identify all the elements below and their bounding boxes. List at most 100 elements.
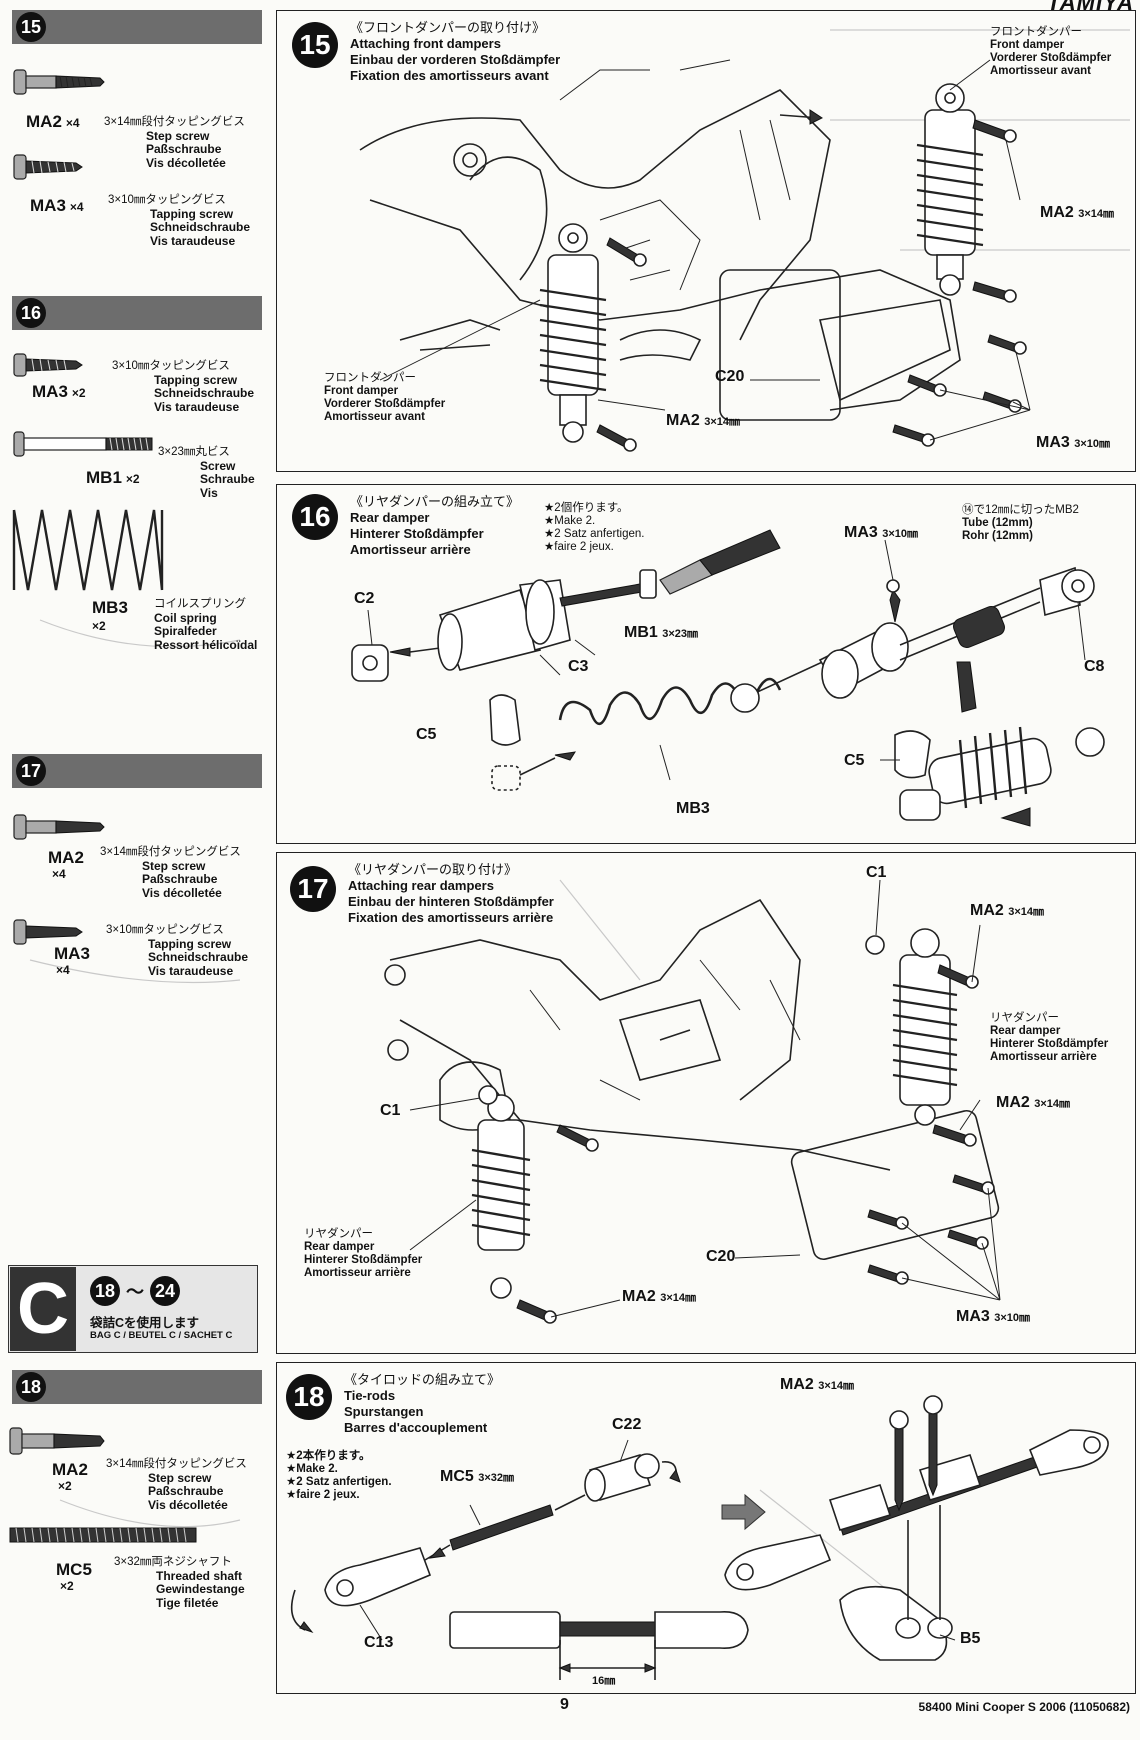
label-c2: C2 bbox=[354, 590, 375, 607]
part-desc-threaded-shaft: 3×32㎜両ネジシャフト Threaded shaft Gewindestang… bbox=[114, 1556, 245, 1610]
step-16-bar bbox=[12, 296, 262, 330]
panel-17-title: 《リヤダンパーの取り付け》 Attaching rear dampers Ein… bbox=[348, 862, 554, 925]
bag-c-jp: 袋詰Cを使用します bbox=[90, 1316, 200, 1330]
step-17-badge: 17 bbox=[16, 756, 46, 786]
panel-step-17 bbox=[276, 852, 1136, 1354]
part-code-mb3: MB3 bbox=[92, 598, 128, 617]
leaders-p15 bbox=[379, 59, 991, 411]
label-c8: C8 bbox=[1084, 658, 1105, 675]
bag-c-text: BAG C / BEUTEL C / SACHET C bbox=[90, 1330, 233, 1341]
panel-18-badge: 18 bbox=[286, 1374, 332, 1420]
part-code-ma3: MA3×4 bbox=[30, 196, 84, 215]
step-16-badge: 16 bbox=[16, 298, 46, 328]
step-screw-icon-3 bbox=[9, 1427, 105, 1455]
part-code-mc5: MC5 bbox=[56, 1560, 92, 1579]
part-code-ma3-2: MA3×2 bbox=[32, 382, 86, 401]
step-15-bar bbox=[12, 10, 262, 44]
front-damper-left bbox=[539, 223, 607, 443]
panel-step-18 bbox=[276, 1362, 1136, 1694]
label-ma3-p16: MA3 3×10㎜ bbox=[844, 524, 919, 541]
label-c22: C22 bbox=[612, 1416, 642, 1433]
leaders-p16 bbox=[367, 539, 1086, 781]
leaders-p18 bbox=[359, 1439, 956, 1641]
part-desc-tapping-screw: 3×10㎜タッピングビス Tapping screw Schneidschrau… bbox=[108, 194, 251, 248]
part-desc-tapping-screw-2: 3×10㎜タッピングビス Tapping screw Schneidschrau… bbox=[112, 360, 255, 414]
part-qty-ma3-3: ×4 bbox=[56, 963, 70, 977]
tie-rod-assembly-left bbox=[290, 1453, 749, 1680]
step-screw-icon bbox=[13, 69, 105, 95]
rear-chassis-drawing bbox=[384, 898, 1000, 1261]
tapping-screw-icon-3 bbox=[13, 919, 83, 945]
step-screw-icon-2 bbox=[13, 814, 105, 840]
arrow-icon bbox=[721, 1493, 766, 1531]
screw-icons-p15 bbox=[596, 119, 1031, 452]
part-qty-ma2-2: ×4 bbox=[52, 867, 66, 881]
rear-damper-right bbox=[892, 928, 958, 1126]
label-c13: C13 bbox=[364, 1634, 394, 1651]
part-code-ma2-2: MA2 bbox=[48, 848, 84, 867]
dimension-16mm: 16㎜ bbox=[592, 1675, 616, 1687]
bag-c-letter: C bbox=[10, 1267, 76, 1351]
part-desc-step-screw-2: 3×14㎜段付タッピングビス Step screw Paßschraube Vi… bbox=[100, 846, 241, 900]
front-damper-right bbox=[916, 83, 984, 296]
front-chassis-drawing bbox=[359, 59, 961, 421]
label-ma3-p17: MA3 3×10㎜ bbox=[956, 1308, 1031, 1325]
bag-range: 18 〜 24 bbox=[90, 1276, 180, 1306]
threaded-shaft-icon bbox=[9, 1527, 197, 1543]
panel-18-make-note: ★2本作ります。 ★Make 2. ★2 Satz anfertigen. ★f… bbox=[286, 1450, 392, 1501]
step-18-badge: 18 bbox=[16, 1372, 46, 1402]
label-ma2-p17-top: MA2 3×14㎜ bbox=[970, 902, 1045, 919]
panel-17-badge: 17 bbox=[290, 866, 336, 912]
step-15-badge: 15 bbox=[16, 12, 46, 42]
coil-spring-icon bbox=[12, 509, 164, 591]
label-mb3: MB3 bbox=[676, 800, 710, 817]
step-18-bar bbox=[12, 1370, 262, 1404]
bag-range-sep: 〜 bbox=[126, 1282, 144, 1302]
panel-16-badge: 16 bbox=[292, 494, 338, 540]
panel-15-badge: 15 bbox=[292, 22, 338, 68]
part-code-mb1: MB1×2 bbox=[86, 468, 140, 487]
leaders-p17 bbox=[409, 879, 981, 1318]
label-ma2-p15-bottom: MA2 3×14㎜ bbox=[666, 412, 741, 429]
footer-code: 58400 Mini Cooper S 2006 (11050682) bbox=[918, 1700, 1130, 1714]
label-b5: B5 bbox=[960, 1630, 981, 1647]
label-mb1: MB1 3×23㎜ bbox=[624, 624, 699, 641]
page-number: 9 bbox=[560, 1696, 569, 1713]
step-17-bar bbox=[12, 754, 262, 788]
panel-step-15 bbox=[276, 10, 1136, 472]
screw-mb1-icon bbox=[13, 431, 153, 457]
label-c1-left: C1 bbox=[380, 1102, 401, 1119]
label-c3: C3 bbox=[568, 658, 589, 675]
tube-note: ⑭で12㎜に切ったMB2 Tube (12mm) Rohr (12mm) bbox=[962, 504, 1079, 542]
part-desc-step-screw-3: 3×14㎜段付タッピングビス Step screw Paßschraube Vi… bbox=[106, 1458, 247, 1512]
part-desc-step-screw: 3×14㎜段付タッピングビス Step screw Paßschraube Vi… bbox=[104, 116, 245, 170]
panel-18-title: 《タイロッドの組み立て》 Tie-rods Spurstangen Barres… bbox=[344, 1372, 501, 1435]
tie-rod-assembly-right bbox=[724, 1395, 1109, 1661]
screw-icons-p17 bbox=[478, 924, 1001, 1324]
panel-15-title: 《フロントダンパーの取り付け》 Attaching front dampers … bbox=[350, 20, 561, 83]
bag-range-start: 18 bbox=[90, 1276, 120, 1306]
part-qty-ma2-3: ×2 bbox=[58, 1479, 72, 1493]
label-c20-p15: C20 bbox=[715, 368, 745, 385]
rear-damper-label-right: リヤダンパー Rear damper Hinterer Stoßdämpfer … bbox=[990, 1012, 1109, 1063]
front-damper-label-right: フロントダンパー Front damper Vorderer Stoßdämpf… bbox=[990, 26, 1112, 77]
part-qty-mc5: ×2 bbox=[60, 1579, 74, 1593]
front-damper-label-left: フロントダンパー Front damper Vorderer Stoßdämpf… bbox=[324, 372, 446, 423]
bag-range-end: 24 bbox=[150, 1276, 180, 1306]
label-c5-left: C5 bbox=[416, 726, 437, 743]
rear-damper-label-left: リヤダンパー Rear damper Hinterer Stoßdämpfer … bbox=[304, 1228, 423, 1279]
part-desc-coil-spring: コイルスプリング Coil spring Spiralfeder Ressort… bbox=[154, 598, 258, 652]
label-mc5: MC5 3×32㎜ bbox=[440, 1468, 515, 1485]
part-desc-tapping-screw-3: 3×10㎜タッピングビス Tapping screw Schneidschrau… bbox=[106, 924, 249, 978]
part-desc-screw: 3×23㎜丸ビス Screw Schraube Vis bbox=[158, 446, 255, 500]
label-ma2-p18: MA2 3×14㎜ bbox=[780, 1376, 855, 1393]
label-c5-right: C5 bbox=[844, 752, 865, 769]
label-c1-top: C1 bbox=[866, 864, 887, 881]
part-code-ma2-3: MA2 bbox=[52, 1460, 88, 1479]
panel-16-make-note: ★2個作ります。 ★Make 2. ★2 Satz anfertigen. ★f… bbox=[544, 502, 645, 553]
part-code-ma3-3: MA3 bbox=[54, 944, 90, 963]
label-c20-p17: C20 bbox=[706, 1248, 736, 1265]
panel-16-title: 《リヤダンパーの組み立て》 Rear damper Hinterer Stoßd… bbox=[350, 494, 520, 557]
label-ma3-p15: MA3 3×10㎜ bbox=[1036, 434, 1111, 451]
